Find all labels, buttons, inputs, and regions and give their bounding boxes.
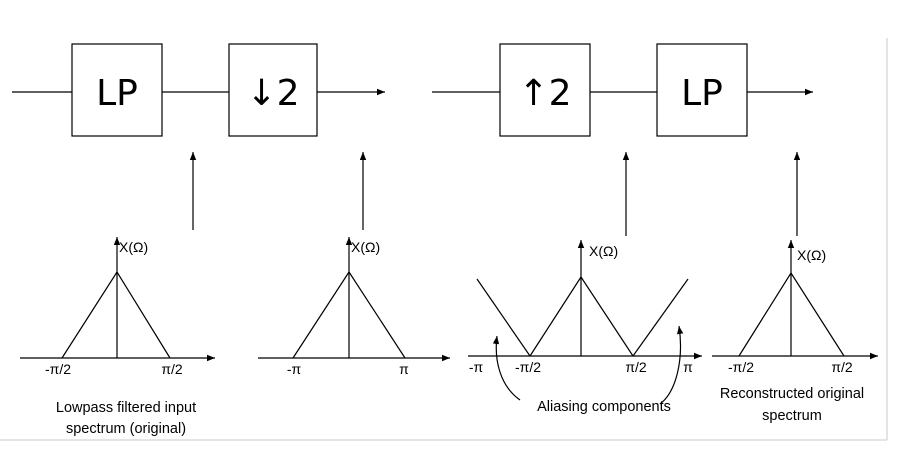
- spectrum-4-tick-left: -π/2: [728, 359, 754, 375]
- spectrum-3-alias-left: [476, 278, 531, 357]
- upsample-label: ↑2: [518, 73, 571, 114]
- interpolation-chain: ↑2 LP: [432, 43, 813, 137]
- spectrum-2-tick-left: -π: [287, 361, 302, 377]
- spectrum-1-triangle: [61, 270, 171, 359]
- lowpass-filter-block-2: [656, 43, 748, 137]
- downsample-label: ↓2: [246, 73, 299, 114]
- upsample-block: [499, 43, 591, 137]
- caption-3: Aliasing components: [537, 399, 671, 415]
- spectrum-1-tick-left: -π/2: [45, 361, 71, 377]
- spectrum-2-ylabel: X(Ω): [351, 239, 380, 255]
- spectrum-1-tick-right: π/2: [161, 361, 183, 377]
- caption-4-line-2: spectrum: [762, 408, 822, 424]
- spectrum-4-triangle: [738, 271, 845, 357]
- spectrum-3-tick-4: π: [683, 359, 693, 375]
- spectrum-1: X(Ω) -π/2 π/2 Lowpass filtered input spe…: [20, 237, 215, 437]
- caption-4-line-1: Reconstructed original: [720, 386, 864, 402]
- downsample-block: [228, 43, 318, 137]
- spectrum-3-tick-1: -π: [469, 359, 484, 375]
- caption-1-line-1: Lowpass filtered input: [56, 400, 196, 416]
- aliasing-pointer-right: [659, 325, 684, 405]
- aliasing-pointer-left: [492, 335, 521, 401]
- decimation-chain: LP ↓2: [12, 43, 385, 137]
- spectrum-3: X(Ω) -π -π/2 π/2 π Aliasing components: [468, 240, 702, 415]
- spectrum-3-ylabel: X(Ω): [589, 243, 618, 259]
- spectrum-3-triangle: [529, 275, 634, 357]
- lowpass-filter-label-2: LP: [681, 73, 723, 114]
- spectrum-4-tick-right: π/2: [831, 359, 853, 375]
- spectrum-2-triangle: [292, 270, 406, 359]
- caption-1-line-2: spectrum (original): [66, 421, 186, 437]
- spectrum-2: X(Ω) -π π: [258, 237, 450, 377]
- spectrum-1-ylabel: X(Ω): [119, 239, 148, 255]
- spectrum-2-tick-right: π: [399, 361, 409, 377]
- spectrum-3-tick-3: π/2: [625, 359, 647, 375]
- lowpass-filter-block-1: [71, 43, 163, 137]
- lowpass-filter-label-1: LP: [96, 73, 138, 114]
- spectrum-3-tick-2: -π/2: [515, 359, 541, 375]
- spectrum-4: X(Ω) -π/2 π/2 Reconstructed original spe…: [712, 240, 878, 424]
- spectrum-4-ylabel: X(Ω): [797, 247, 826, 263]
- spectrum-3-alias-right: [632, 278, 689, 357]
